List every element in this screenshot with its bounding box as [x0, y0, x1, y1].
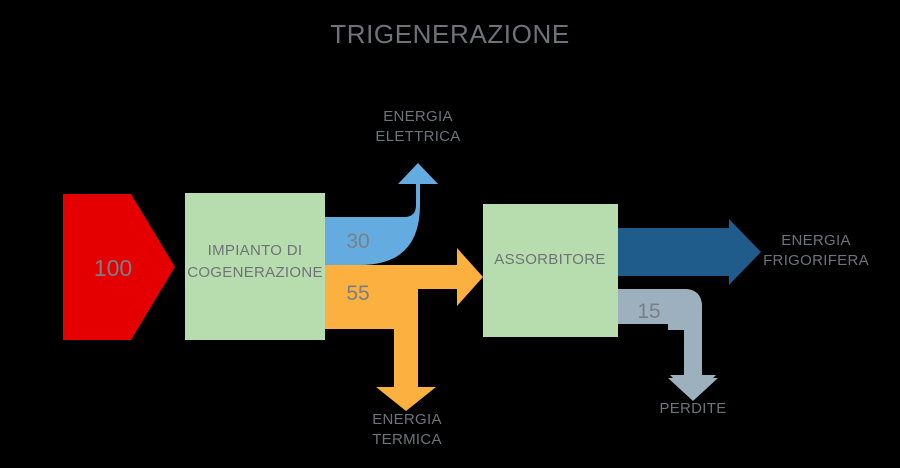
- thermal-flow-group: 55 ENERGIA TERMICA: [325, 248, 483, 448]
- absorber-label: ASSORBITORE: [494, 251, 605, 268]
- losses-label: PERDITE: [659, 400, 726, 417]
- absorber-box-group: ASSORBITORE: [483, 204, 618, 337]
- page-title: TRIGENERAZIONE: [330, 19, 570, 49]
- input-chevron-shape: [63, 194, 175, 340]
- cooling-right-arrow: [618, 219, 761, 285]
- cooling-flow-group: ENERGIA FRIGORIFERA: [618, 219, 869, 285]
- electric-elbow-arrow: [325, 163, 438, 265]
- cooling-label-line1: ENERGIA: [781, 232, 851, 249]
- electric-label-line1: ENERGIA: [383, 108, 453, 125]
- thermal-value: 55: [346, 282, 369, 305]
- cogeneration-label-line2: COGENERAZIONE: [187, 264, 323, 281]
- electric-flow-group: 30 ENERGIA ELETTRICA: [325, 108, 460, 265]
- cogeneration-label-line1: IMPIANTO DI: [208, 242, 303, 259]
- electric-value: 30: [346, 230, 369, 253]
- thermal-label-line1: ENERGIA: [372, 411, 442, 428]
- cogeneration-box: [185, 193, 325, 340]
- losses-value: 15: [637, 300, 660, 323]
- electric-label-line2: ELETTRICA: [375, 128, 460, 145]
- cooling-label-line2: FRIGORIFERA: [763, 252, 869, 269]
- thermal-label-line2: TERMICA: [372, 431, 442, 448]
- losses-flow-group: 15 PERDITE: [618, 289, 726, 417]
- losses-elbow-horizontal: [618, 289, 702, 330]
- input-flow-group: 100: [63, 194, 175, 340]
- cogeneration-box-group: IMPIANTO DI COGENERAZIONE: [185, 193, 325, 340]
- input-value: 100: [94, 255, 132, 281]
- absorber-box: [483, 204, 618, 337]
- thermal-corner-fill: [325, 265, 418, 329]
